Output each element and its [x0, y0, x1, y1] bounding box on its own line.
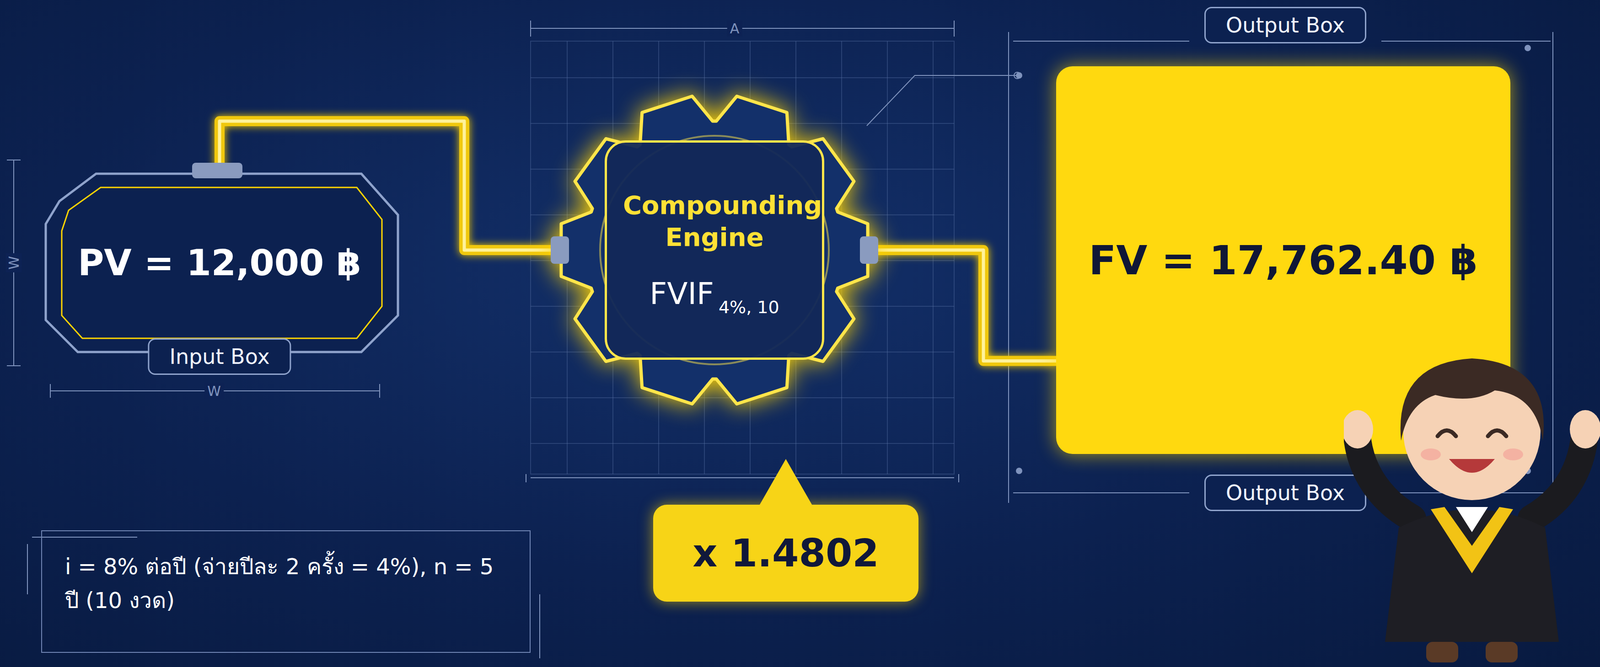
box-label: Output Box — [1204, 474, 1367, 512]
graduate-character — [1343, 326, 1600, 667]
input-outer — [45, 173, 398, 353]
note-frame-lines — [27, 537, 540, 659]
factor-callout: x 1.4802 — [653, 504, 919, 602]
engine-core: Compounding EngineFVIF4%, 10 — [604, 140, 825, 360]
output-frame-lines — [866, 32, 1553, 504]
compounding-engine: Compounding EngineFVIF4%, 10 — [554, 90, 875, 411]
energy-wire — [870, 250, 1057, 362]
note-box: i = 8% ต่อปี (จ่ายปีละ 2 ครั้ง = 4%), n … — [41, 530, 531, 654]
input-box: PV = 12,000 ฿Input Box — [41, 169, 398, 357]
plug — [192, 162, 243, 179]
engine-title: Compounding Engine — [622, 189, 806, 254]
content: x 1.4802 — [653, 504, 919, 602]
factor-notation: FVIF4%, 10 — [649, 276, 779, 312]
box-label: Output Box — [1204, 6, 1367, 44]
gear-ring — [600, 135, 829, 365]
dimension-lines — [6, 20, 959, 483]
box-label: Input Box — [147, 338, 291, 376]
wire-core — [870, 250, 1057, 362]
result-text: FV = 17,762.40 ฿ — [1088, 236, 1478, 285]
dimension-label: W — [5, 253, 22, 273]
wire-glow — [870, 250, 1057, 362]
dimension-label: W — [204, 383, 224, 400]
dimension-label: A — [727, 20, 743, 37]
input-inner — [61, 187, 382, 339]
note-text: i = 8% ต่อปี (จ่ายปีละ 2 ครั้ง = 4%), n … — [64, 549, 507, 618]
factor-name: FVIF — [649, 276, 715, 312]
gear-teeth — [561, 96, 868, 405]
factor-subscript: 4%, 10 — [718, 297, 780, 318]
plug-left — [550, 236, 570, 264]
content: PV = 12,000 ฿ — [41, 169, 398, 357]
multiplier-text: x 1.4802 — [692, 531, 880, 576]
value-text: PV = 12,000 ฿ — [77, 242, 362, 284]
pointer — [758, 459, 814, 508]
blueprint-grid — [530, 41, 955, 475]
callout-pointer — [753, 456, 818, 508]
plug-right — [859, 236, 879, 264]
